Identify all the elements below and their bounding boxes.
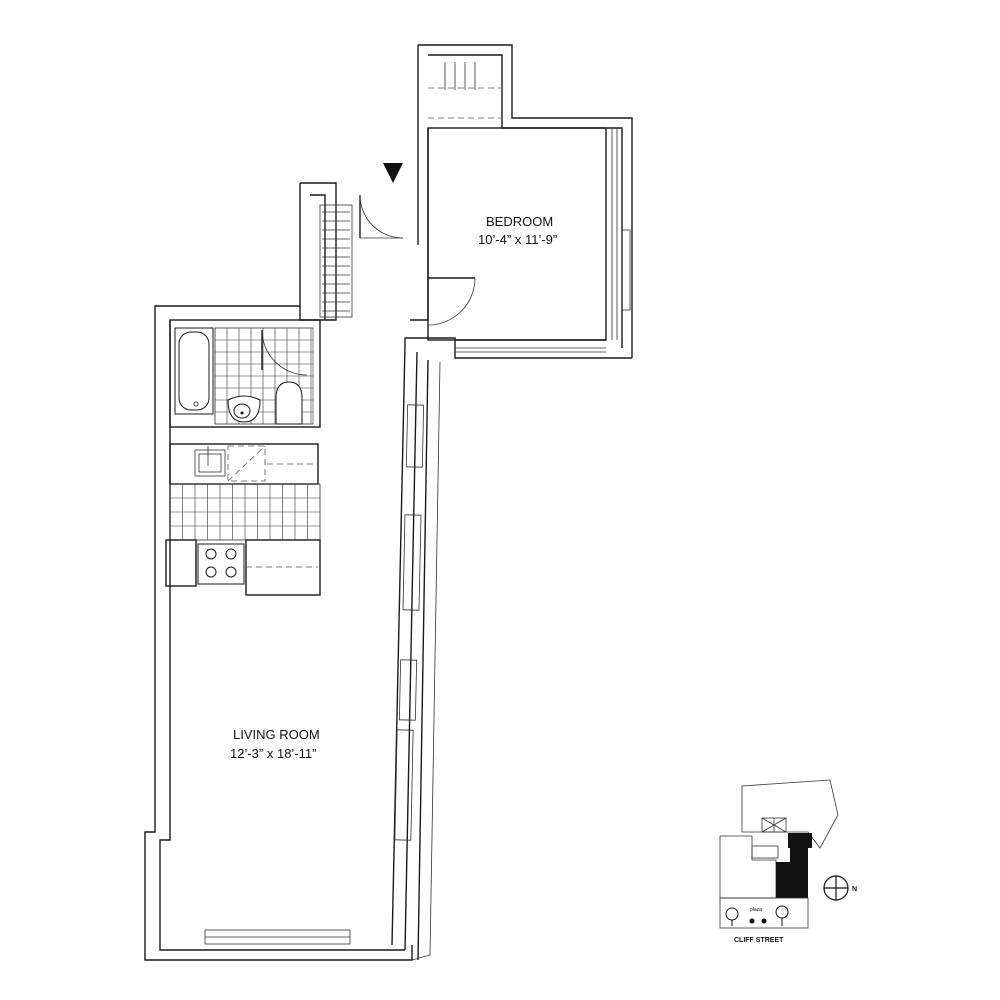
south-window [204, 929, 351, 945]
bathroom [169, 319, 321, 428]
north-compass-icon: N [823, 875, 857, 901]
tree-icon [725, 907, 739, 926]
sink-icon [227, 395, 261, 423]
living-room-dimensions: 12’-3” x 18’-11” [230, 746, 316, 761]
key-plan-unit-highlight [776, 833, 812, 898]
north-label: N [852, 886, 857, 893]
bedroom-door[interactable] [427, 277, 476, 326]
entry-arrow-icon [383, 163, 403, 183]
east-facade [391, 344, 441, 961]
toilet-icon [275, 381, 303, 425]
kitchen [165, 443, 321, 596]
tree-icon [775, 905, 789, 926]
exterior-walls [144, 44, 633, 961]
bathroom-door[interactable] [261, 329, 308, 376]
key-plan-street: CLIFF STREET [734, 937, 784, 944]
living-room-name: LIVING ROOM [233, 727, 320, 742]
tree-icon [749, 918, 767, 924]
kitchen-sink-icon [194, 446, 226, 477]
counter [165, 539, 321, 596]
dishwasher-icon [227, 445, 266, 482]
closet-shelving [319, 204, 353, 318]
bedroom-dimensions: 10’-4” x 11’-9” [478, 232, 557, 247]
key-plan: plaza CLIFF STREET [719, 779, 839, 944]
entry-door[interactable] [359, 194, 404, 239]
stove-icon [197, 543, 245, 585]
bedroom-name: BEDROOM [486, 214, 553, 229]
closet-nook [428, 62, 502, 119]
key-plan-plaza: plaza [750, 907, 762, 913]
bedroom-walls [427, 127, 607, 341]
bathtub [174, 327, 214, 415]
